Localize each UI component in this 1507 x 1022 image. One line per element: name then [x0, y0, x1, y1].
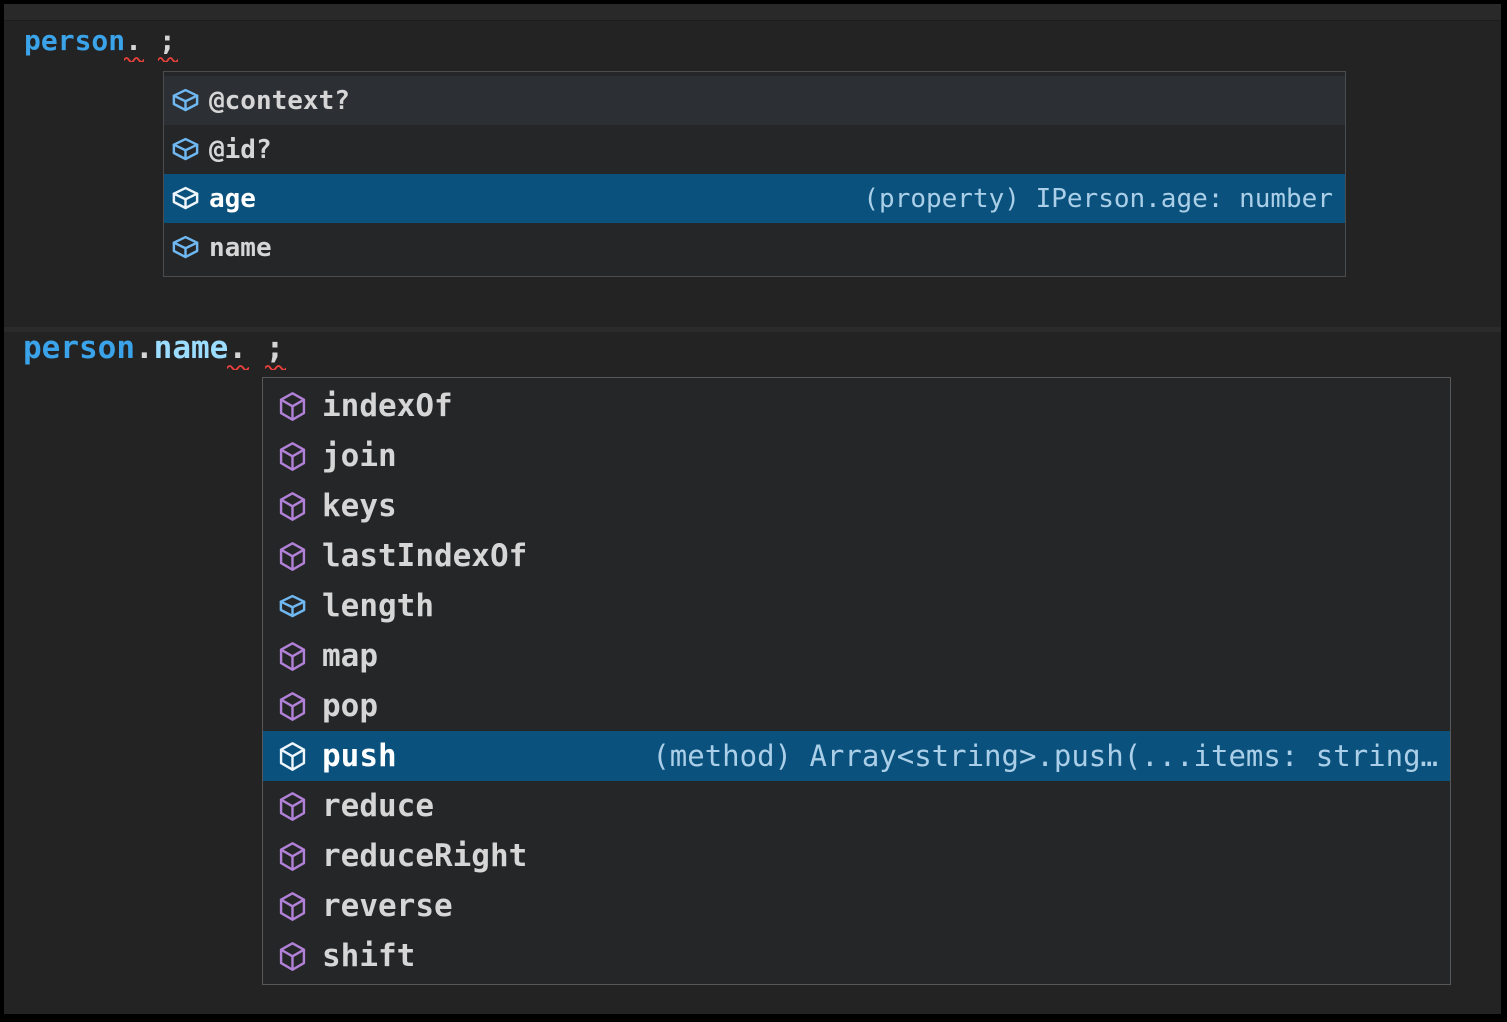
code-token-punctuation: ; [157, 24, 178, 62]
code-token-text: . [228, 330, 247, 366]
suggest-item-reverse[interactable]: reverse [263, 881, 1450, 931]
suggest-item-label: age [209, 183, 256, 214]
suggest-item-label: keys [322, 488, 397, 524]
suggest-item-reduce[interactable]: reduce [263, 781, 1450, 831]
code-token-text: ; [158, 24, 176, 57]
code-token-text [142, 24, 159, 57]
code-token-text: person [24, 24, 126, 57]
suggest-item-context[interactable]: @context? [164, 76, 1345, 125]
symbol-method-icon [277, 891, 308, 922]
suggest-item-label: reduce [322, 788, 434, 824]
code-token-gap [142, 24, 159, 58]
suggest-widget-person: @context? @id? age (property) IPerson.age: … [163, 71, 1346, 277]
suggest-item-label: @context? [209, 85, 350, 116]
code-token-text: name [153, 330, 229, 366]
symbol-method-icon [277, 691, 308, 722]
suggest-item-label: shift [322, 938, 416, 974]
symbol-field-icon [277, 591, 308, 622]
symbol-field-icon [170, 183, 201, 214]
code-token-punctuation: . [227, 330, 249, 370]
suggest-item-pop[interactable]: pop [263, 681, 1450, 731]
suggest-item-map[interactable]: map [263, 631, 1450, 681]
suggest-item-label: push [322, 738, 397, 774]
suggest-item-label: reverse [322, 888, 453, 924]
suggest-item-name[interactable]: name [164, 223, 1345, 272]
symbol-field-icon [170, 134, 201, 165]
code-token-text: ; [265, 330, 285, 366]
code-line-person[interactable]: person. ; [24, 24, 178, 62]
code-token-property: name [154, 330, 229, 366]
symbol-method-icon [277, 791, 308, 822]
suggest-item-label: indexOf [322, 388, 453, 424]
suggest-item-label: pop [322, 688, 378, 724]
symbol-field-icon [170, 85, 201, 116]
symbol-method-icon [277, 541, 308, 572]
suggest-item-id[interactable]: @id? [164, 125, 1345, 174]
code-token-text: person [23, 330, 135, 366]
code-token-punctuation: ; [264, 330, 287, 370]
suggest-item-length[interactable]: length [263, 581, 1450, 631]
code-token-text [247, 330, 266, 366]
suggest-item-label: map [322, 638, 378, 674]
suggest-item-label: @id? [209, 134, 272, 165]
suggest-item-push[interactable]: push (method) Array<string>.push(...items… [263, 731, 1450, 781]
symbol-method-icon [277, 491, 308, 522]
suggest-item-age[interactable]: age (property) IPerson.age: number [164, 174, 1345, 223]
symbol-method-icon [277, 641, 308, 672]
suggest-item-detail: (property) IPerson.age: number [863, 183, 1333, 214]
symbol-method-icon [277, 741, 308, 772]
suggest-item-shift[interactable]: shift [263, 931, 1450, 981]
code-token-variable: person [23, 330, 135, 366]
suggest-item-lastindexof[interactable]: lastIndexOf [263, 531, 1450, 581]
symbol-method-icon [277, 841, 308, 872]
suggest-item-detail: (method) Array<string>.push(...items: st… [652, 739, 1438, 773]
code-token-punctuation: . [124, 24, 145, 62]
suggest-item-label: lastIndexOf [322, 538, 528, 574]
section-divider [4, 327, 1501, 332]
symbol-method-icon [277, 941, 308, 972]
code-token-gap [247, 330, 266, 366]
suggest-item-keys[interactable]: keys [263, 481, 1450, 531]
suggest-widget-person-name: indexOf join keys lastIndexOf length map pop pu… [262, 377, 1451, 985]
symbol-method-icon [277, 391, 308, 422]
code-token-variable: person [24, 24, 125, 58]
window-top-strip [4, 4, 1501, 21]
code-token-text: . [125, 24, 143, 57]
suggest-item-label: length [322, 588, 434, 624]
suggest-item-label: name [209, 232, 272, 263]
suggest-item-join[interactable]: join [263, 431, 1450, 481]
code-token-punctuation: . [135, 330, 154, 366]
symbol-field-icon [170, 232, 201, 263]
suggest-item-indexof[interactable]: indexOf [263, 381, 1450, 431]
suggest-item-label: join [322, 438, 397, 474]
symbol-method-icon [277, 441, 308, 472]
code-token-text: . [134, 330, 154, 366]
code-line-person-name[interactable]: person.name. ; [23, 330, 287, 370]
suggest-item-reduceright[interactable]: reduceRight [263, 831, 1450, 881]
suggest-item-label: reduceRight [322, 838, 528, 874]
